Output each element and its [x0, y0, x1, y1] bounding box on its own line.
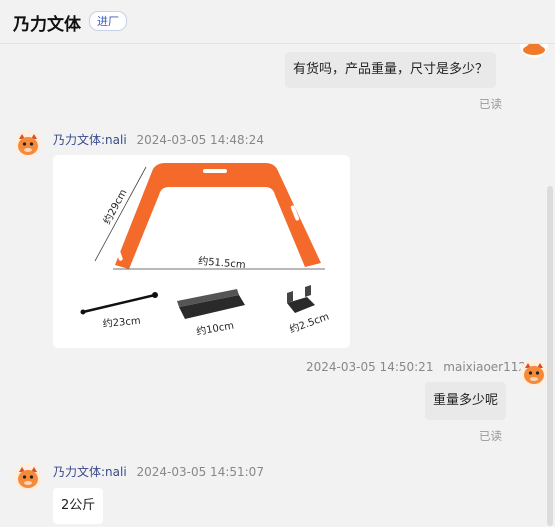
- orange-mascot-avatar-icon: [14, 130, 42, 158]
- message-time: 2024-03-05 14:48:24: [136, 133, 264, 147]
- product-image[interactable]: 约29cm 约51.5cm 约23cm 约10cm 约2.5cm: [53, 155, 350, 348]
- message-time: 2024-03-05 14:51:07: [136, 465, 264, 479]
- chat-messages[interactable]: 有货吗，产品重量，尺寸是多少？ 已读 乃力文体:nali 2024-03-05 …: [0, 44, 555, 527]
- height-dimension-line: [94, 166, 147, 262]
- cap: [287, 297, 315, 313]
- orange-mascot-avatar-icon: [14, 463, 42, 491]
- chat-header: 乃力文体 进厂: [0, 0, 555, 44]
- shop-avatar[interactable]: [14, 130, 42, 158]
- label-cap: 约2.5cm: [288, 310, 331, 336]
- read-status: 已读: [479, 97, 502, 111]
- sender-name: maixiaoer112: [443, 360, 527, 374]
- label-width: 约51.5cm: [198, 254, 246, 271]
- label-rod: 约23cm: [102, 314, 141, 330]
- label-clip: 约10cm: [195, 319, 235, 338]
- shop-badge[interactable]: 进厂: [89, 11, 127, 31]
- chat-scrollbar[interactable]: [547, 186, 553, 526]
- orange-mascot-avatar-icon: [520, 359, 548, 387]
- message-meta: 乃力文体:nali 2024-03-05 14:51:07: [53, 463, 264, 480]
- message-bubble[interactable]: 有货吗，产品重量，尺寸是多少？: [285, 52, 497, 88]
- shop-avatar[interactable]: [14, 463, 42, 491]
- label-height: 约29cm: [100, 187, 129, 227]
- read-status: 已读: [479, 429, 502, 443]
- message-bubble[interactable]: 2公斤: [53, 488, 104, 524]
- shop-name[interactable]: 乃力文体: [13, 15, 81, 35]
- clip: [179, 295, 245, 319]
- arch-frame: [115, 163, 321, 269]
- orange-mascot-avatar-icon: [520, 44, 548, 58]
- sender-name[interactable]: 乃力文体:nali: [53, 133, 127, 147]
- message-time: 2024-03-05 14:50:21: [306, 360, 434, 374]
- user-avatar: [520, 44, 548, 58]
- user-avatar[interactable]: [520, 359, 548, 387]
- rod: [82, 293, 156, 314]
- product-dimensions-illustration: 约29cm 约51.5cm 约23cm 约10cm 约2.5cm: [80, 163, 331, 338]
- sender-name[interactable]: 乃力文体:nali: [53, 465, 127, 479]
- message-bubble[interactable]: 重量多少呢: [425, 382, 507, 420]
- message-meta: 乃力文体:nali 2024-03-05 14:48:24: [53, 131, 264, 148]
- message-meta: 2024-03-05 14:50:21 maixiaoer112: [306, 360, 526, 374]
